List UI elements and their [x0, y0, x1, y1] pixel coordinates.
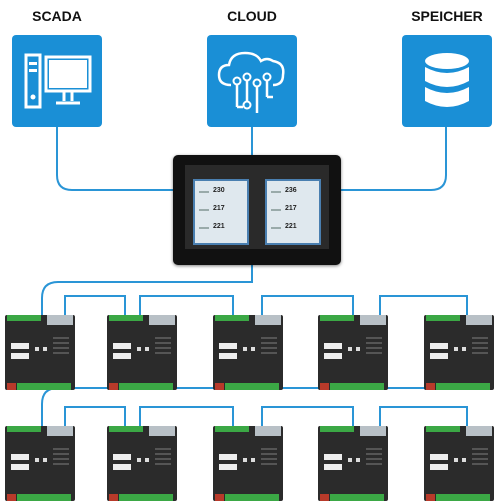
io-module: [424, 426, 494, 501]
scada-label: SCADA: [32, 8, 82, 24]
hmi-screen: 230 217 221 236 217 221: [185, 165, 329, 249]
io-module: [5, 426, 75, 501]
hmi-right-value-1: 236: [285, 187, 297, 194]
cloud-network-icon: [217, 51, 285, 113]
io-module: [107, 426, 177, 501]
hmi-right-value-3: 221: [285, 223, 297, 230]
io-module: [424, 315, 494, 390]
database-icon: [425, 53, 469, 107]
storage-tile: [402, 35, 492, 127]
io-module: [318, 426, 388, 501]
cloud-label: CLOUD: [227, 8, 277, 24]
io-module: [5, 315, 75, 390]
computer-monitor-icon: [24, 53, 92, 109]
cloud-tile: [207, 35, 297, 127]
io-module: [213, 315, 283, 390]
hmi-left-value-1: 230: [213, 187, 225, 194]
io-module: [107, 315, 177, 390]
hmi-right-value-2: 217: [285, 205, 297, 212]
storage-label: SPEICHER: [411, 8, 483, 24]
scada-tile: [12, 35, 102, 127]
io-module: [318, 315, 388, 390]
hmi-left-value-2: 217: [213, 205, 225, 212]
io-module: [213, 426, 283, 501]
hmi-display: 230 217 221 236 217 221: [173, 155, 341, 265]
hmi-left-value-3: 221: [213, 223, 225, 230]
hmi-panel-left: 230 217 221: [193, 179, 249, 245]
hmi-panel-right: 236 217 221: [265, 179, 321, 245]
